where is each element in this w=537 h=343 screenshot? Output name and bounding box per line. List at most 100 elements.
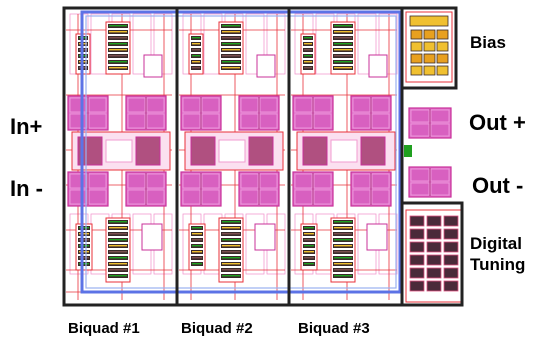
capacitor-array	[67, 171, 109, 207]
bias-label: Bias	[470, 33, 506, 52]
biquad-2-label: Biquad #2	[181, 320, 253, 337]
capacitor-cell	[146, 189, 165, 205]
logic-cell	[409, 215, 425, 227]
transistor-stack	[218, 21, 244, 75]
transistor-stack	[188, 33, 204, 75]
bias-outline-box	[400, 6, 458, 90]
transistor-stripe	[79, 263, 89, 265]
transistor-stripe	[304, 245, 314, 247]
transistor-stripe	[192, 227, 202, 229]
supply-ring-outer	[80, 10, 402, 294]
capacitor-cell	[294, 113, 313, 129]
transistor-stripe	[109, 49, 127, 51]
opamp-device	[248, 136, 274, 166]
capacitor-cell	[69, 173, 88, 189]
capacitor-cell	[240, 97, 259, 113]
logic-cell	[409, 241, 425, 253]
logic-cell	[426, 254, 442, 266]
capacitor-cell	[371, 173, 390, 189]
transistor-stripe	[304, 251, 314, 253]
transistor-stripe	[334, 269, 352, 271]
capacitor-cell	[182, 113, 201, 129]
transistor-stripe	[304, 227, 314, 229]
transistor-stripe	[304, 239, 314, 241]
bias-cell	[409, 15, 449, 27]
transistor-stripe	[222, 251, 240, 253]
transistor-stripe	[109, 221, 127, 223]
transistor-stripe	[304, 67, 312, 69]
logic-cell	[426, 267, 442, 279]
tuning-label: Tuning	[470, 255, 526, 274]
bias-block	[405, 11, 453, 83]
transistor-stripe	[304, 263, 314, 265]
capacitor-cell	[240, 113, 259, 129]
capacitor-cell	[430, 109, 450, 123]
transistor-stripe	[222, 245, 240, 247]
logic-cell	[426, 241, 442, 253]
capacitor-cell	[410, 182, 430, 196]
opamp-device	[360, 136, 386, 166]
transistor-stripe	[334, 275, 352, 277]
transistor-stripe	[109, 37, 127, 39]
transistor-stripe	[109, 257, 127, 259]
transistor-stripe	[192, 55, 200, 57]
supply-ring	[80, 10, 402, 294]
biquad-3-label: Biquad #3	[298, 320, 370, 337]
transistor-stripe	[304, 43, 312, 45]
transistor-stripe	[222, 37, 240, 39]
transistor-stripe	[192, 263, 202, 265]
transistor-stripe	[222, 233, 240, 235]
capacitor-cell	[259, 189, 278, 205]
transistor-stack	[75, 223, 93, 271]
transistor-stripe	[334, 49, 352, 51]
outline-cell	[378, 13, 398, 75]
transistor-stripe	[109, 263, 127, 265]
capacitor-cell	[352, 97, 371, 113]
capacitor-array	[350, 171, 392, 207]
logic-cell	[443, 280, 459, 292]
capacitor-cell	[313, 173, 332, 189]
transistor-stripe	[192, 233, 202, 235]
capacitor-array	[125, 171, 167, 207]
capacitor-cell	[182, 189, 201, 205]
transistor-stripe	[304, 61, 312, 63]
transistor-stripe	[334, 31, 352, 33]
logic-cell	[426, 280, 442, 292]
transistor-stripe	[109, 25, 127, 27]
transistor-stripe	[334, 257, 352, 259]
transistor-stack	[218, 217, 244, 283]
transistor-stripe	[334, 245, 352, 247]
transistor-stripe	[334, 25, 352, 27]
bias-cell	[423, 29, 436, 40]
capacitor-cell	[127, 189, 146, 205]
capacitor-cell	[146, 97, 165, 113]
biquad-3-outline	[287, 6, 404, 307]
transistor-stripe	[334, 67, 352, 69]
transistor-stripe	[334, 221, 352, 223]
transistor-stripe	[222, 43, 240, 45]
device-block	[366, 223, 388, 251]
transistor-stripe	[222, 49, 240, 51]
bias-cell	[436, 29, 449, 40]
capacitor-cell	[182, 173, 201, 189]
opamp-device	[302, 136, 328, 166]
side-blocks	[404, 11, 463, 303]
capacitor-cell	[294, 97, 313, 113]
transistor-stripe	[222, 67, 240, 69]
capacitor-array	[408, 166, 452, 198]
input-plus-label: In+	[10, 114, 43, 139]
opamp-device	[218, 139, 246, 163]
bias-cell	[436, 41, 449, 52]
logic-cell	[426, 215, 442, 227]
capacitor-cell	[88, 173, 107, 189]
digital-label: Digital	[470, 234, 522, 253]
capacitor-cell	[240, 173, 259, 189]
bias-cell	[436, 65, 449, 76]
transistor-stripe	[304, 49, 312, 51]
transistor-stripe	[222, 31, 240, 33]
opamp-device	[105, 139, 133, 163]
capacitor-cell	[88, 113, 107, 129]
capacitor-array	[292, 95, 334, 131]
outline-cell	[132, 13, 152, 75]
capacitor-array	[67, 95, 109, 131]
